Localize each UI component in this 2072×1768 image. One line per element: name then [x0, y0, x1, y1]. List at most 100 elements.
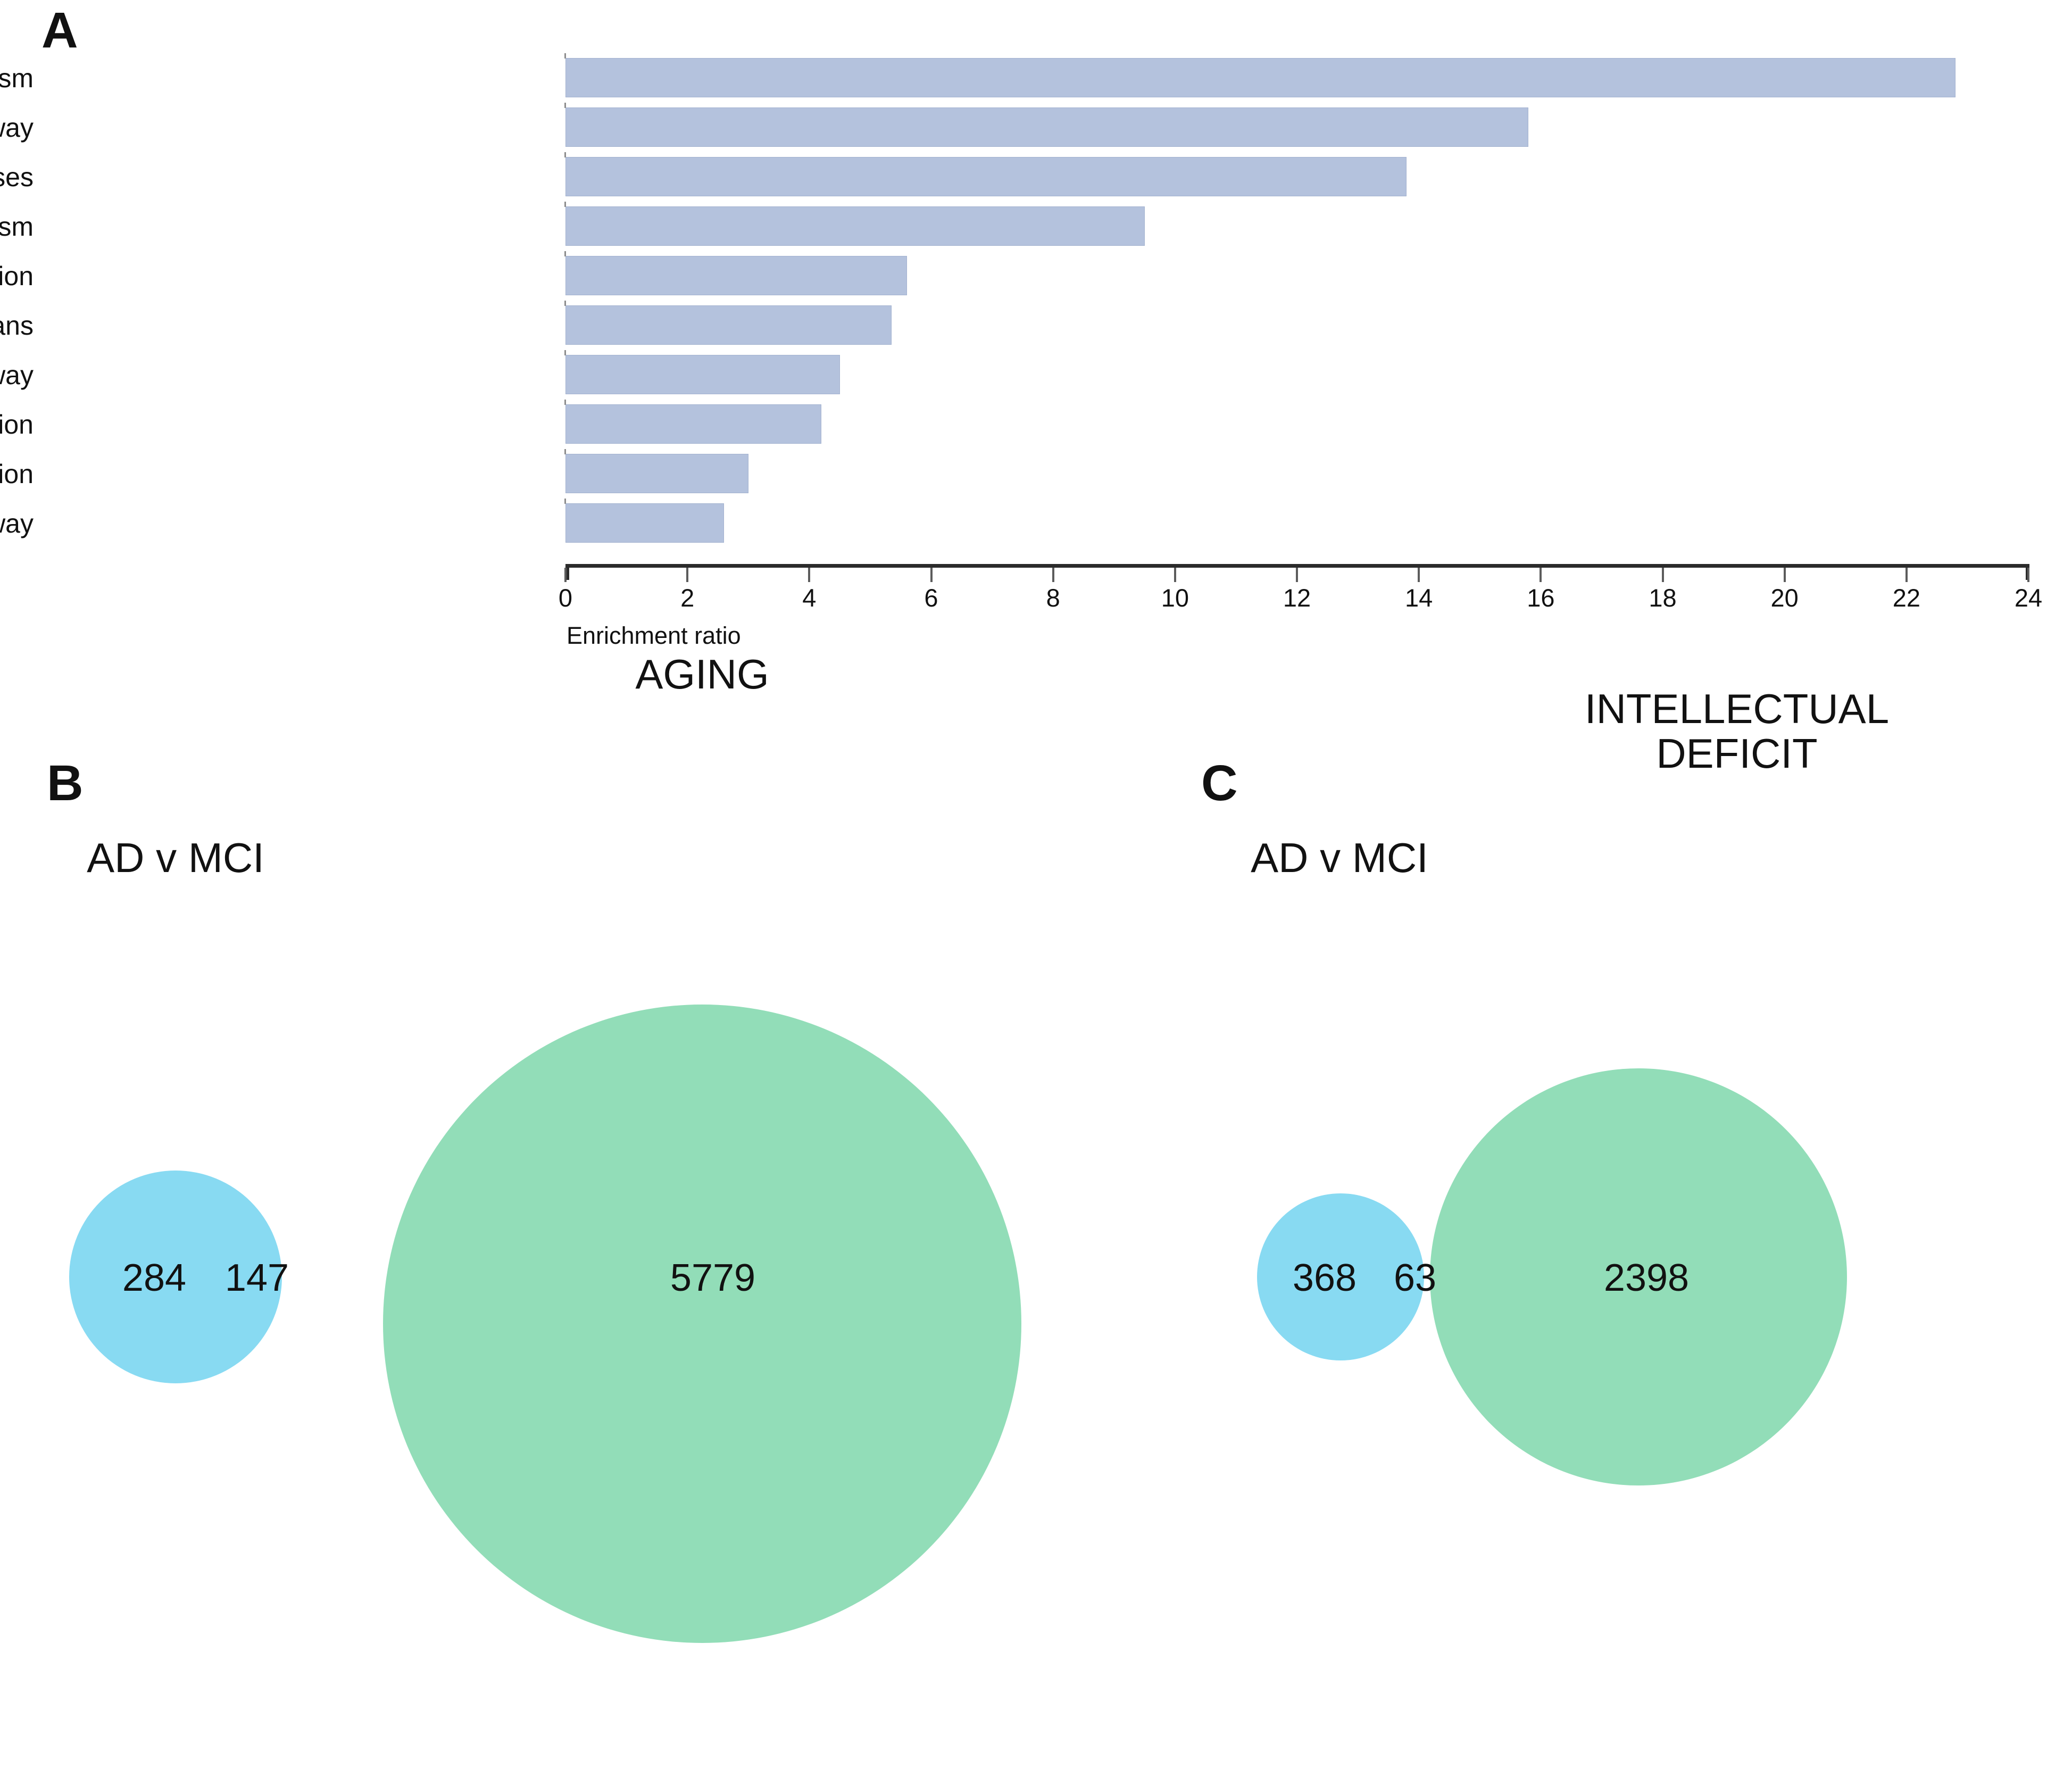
venn-c-green-circle: [1430, 1068, 1847, 1485]
bar-category-label: Extracellular matrix organisation: [0, 459, 34, 489]
bar-fill: [565, 355, 840, 394]
y-axis-tick: [564, 53, 566, 59]
bar-category-label: ECM proteoglycans: [0, 310, 34, 341]
bar-track: [565, 305, 2028, 345]
panel-c-letter: C: [1201, 755, 1238, 811]
bar-track: [565, 503, 2028, 543]
enrichment-bar-chart: Benzo(a)pyrene metabolismNotch-HLH trans…: [0, 32, 2072, 648]
bar-row: Benzo(a)pyrene metabolism: [0, 53, 2072, 103]
bar-track: [565, 58, 2028, 97]
venn-c-left-set-title: AD v MCI: [1251, 834, 1428, 881]
venn-b-green-circle: [383, 1005, 1021, 1643]
bar-track: [565, 157, 2028, 196]
bar-category-label: P13K-Akt Signalling pathway: [0, 508, 34, 538]
x-axis-tick-label: 14: [1405, 584, 1433, 612]
bar-track: [565, 206, 2028, 246]
x-axis-tick-label: 12: [1283, 584, 1311, 612]
x-axis-line: [565, 564, 2029, 568]
bar-fill: [565, 305, 892, 345]
venn-c-right-only-count: 2398: [1603, 1257, 1690, 1299]
venn-c-right-set-title: INTELLECTUAL DEFICIT: [1584, 685, 1890, 777]
x-axis-tick-label: 10: [1161, 584, 1189, 612]
y-axis-tick: [564, 350, 566, 355]
x-axis-tick-label: 20: [1770, 584, 1799, 612]
x-axis-tick: [808, 568, 811, 582]
bar-category-label: Ectoderm differentiation: [0, 409, 34, 439]
bar-fill: [565, 404, 822, 444]
x-axis-tick-label: 16: [1527, 584, 1555, 612]
x-axis-tick: [1418, 568, 1420, 582]
venn-c-intersection-count: 63: [1393, 1257, 1437, 1299]
x-axis-tick: [1052, 568, 1054, 582]
venn-b-right-set-title: AGING: [635, 651, 769, 698]
bar-fill: [565, 107, 1529, 147]
x-axis-tick: [564, 568, 567, 582]
x-axis-tick: [1905, 568, 1908, 582]
venn-c-blue-circle: [1257, 1193, 1424, 1360]
bar-row: Bile acid and bile salt metabolism: [0, 202, 2072, 251]
venn-b-left-only-count: 284: [122, 1257, 187, 1299]
bar-row: Ectoderm differentiation: [0, 400, 2072, 449]
venn-b-blue-circle: [69, 1171, 282, 1383]
bar-track: [565, 256, 2028, 295]
bar-track: [565, 107, 2028, 147]
panel-b-letter: B: [47, 755, 84, 811]
x-axis-tick-label: 8: [1046, 584, 1060, 612]
panel-a-letter: A: [41, 2, 78, 59]
x-axis-tick: [1540, 568, 1542, 582]
x-axis-tick-label: 4: [802, 584, 817, 612]
bar-category-label: Neovascularisation processes: [0, 162, 34, 192]
bar-row: P13K-Akt Signalling pathway: [0, 499, 2072, 548]
bar-row: Cell junction organisation: [0, 251, 2072, 301]
x-axis-left-cap: [565, 564, 569, 580]
x-axis-tick-label: 18: [1649, 584, 1677, 612]
x-axis-tick: [1661, 568, 1664, 582]
bar-category-label: Bile acid and bile salt metabolism: [0, 211, 34, 242]
x-axis-tick: [686, 568, 689, 582]
bar-row: ECM proteoglycans: [0, 301, 2072, 350]
bar-row: Neovascularisation processes: [0, 152, 2072, 202]
x-axis-tick: [1174, 568, 1176, 582]
venn-b-intersection-count: 147: [224, 1257, 289, 1299]
bar-row: Alzheimer's disease-presenilin pathway: [0, 350, 2072, 400]
bar-track: [565, 355, 2028, 394]
y-axis-tick: [564, 301, 566, 306]
x-axis-tick-label: 22: [1892, 584, 1920, 612]
y-axis-tick: [564, 400, 566, 405]
venn-b-left-set-title: AD v MCI: [87, 834, 264, 881]
x-axis-tick-label: 2: [680, 584, 695, 612]
venn-diagrams-area: AD v MCI AGING 284 147 5779 AD v MCI INT…: [0, 652, 2072, 1768]
x-axis-tick-label: 6: [924, 584, 938, 612]
venn-c-left-only-count: 368: [1292, 1257, 1357, 1299]
bar-category-label: Cell junction organisation: [0, 261, 34, 291]
x-axis-tick: [2027, 568, 2029, 582]
x-axis-tick-label: 0: [558, 584, 573, 612]
bar-fill: [565, 58, 1955, 97]
x-axis-tick: [1296, 568, 1298, 582]
bar-rows-container: Benzo(a)pyrene metabolismNotch-HLH trans…: [0, 53, 2072, 548]
bar-fill: [565, 454, 748, 493]
venn-shapes: [69, 1005, 1847, 1643]
bar-category-label: Alzheimer's disease-presenilin pathway: [0, 360, 34, 390]
bar-fill: [565, 206, 1145, 246]
x-axis-tick-label: 24: [2014, 584, 2043, 612]
y-axis-tick: [564, 103, 566, 108]
x-axis-tick: [1783, 568, 1786, 582]
bar-row: Notch-HLH transcription pathway: [0, 103, 2072, 152]
x-axis-title: Enrichment ratio: [567, 622, 741, 649]
bar-fill: [565, 503, 724, 543]
bar-category-label: Benzo(a)pyrene metabolism: [0, 63, 34, 93]
y-axis-tick: [564, 251, 566, 256]
y-axis-tick: [564, 202, 566, 207]
bar-fill: [565, 256, 907, 295]
y-axis-tick: [564, 449, 566, 454]
y-axis-tick: [564, 152, 566, 157]
venn-b-right-only-count: 5779: [670, 1257, 756, 1299]
bar-fill: [565, 157, 1407, 196]
bar-track: [565, 404, 2028, 444]
bar-track: [565, 454, 2028, 493]
bar-category-label: Notch-HLH transcription pathway: [0, 112, 34, 143]
x-axis-tick: [930, 568, 933, 582]
y-axis-tick: [564, 499, 566, 504]
bar-row: Extracellular matrix organisation: [0, 449, 2072, 499]
